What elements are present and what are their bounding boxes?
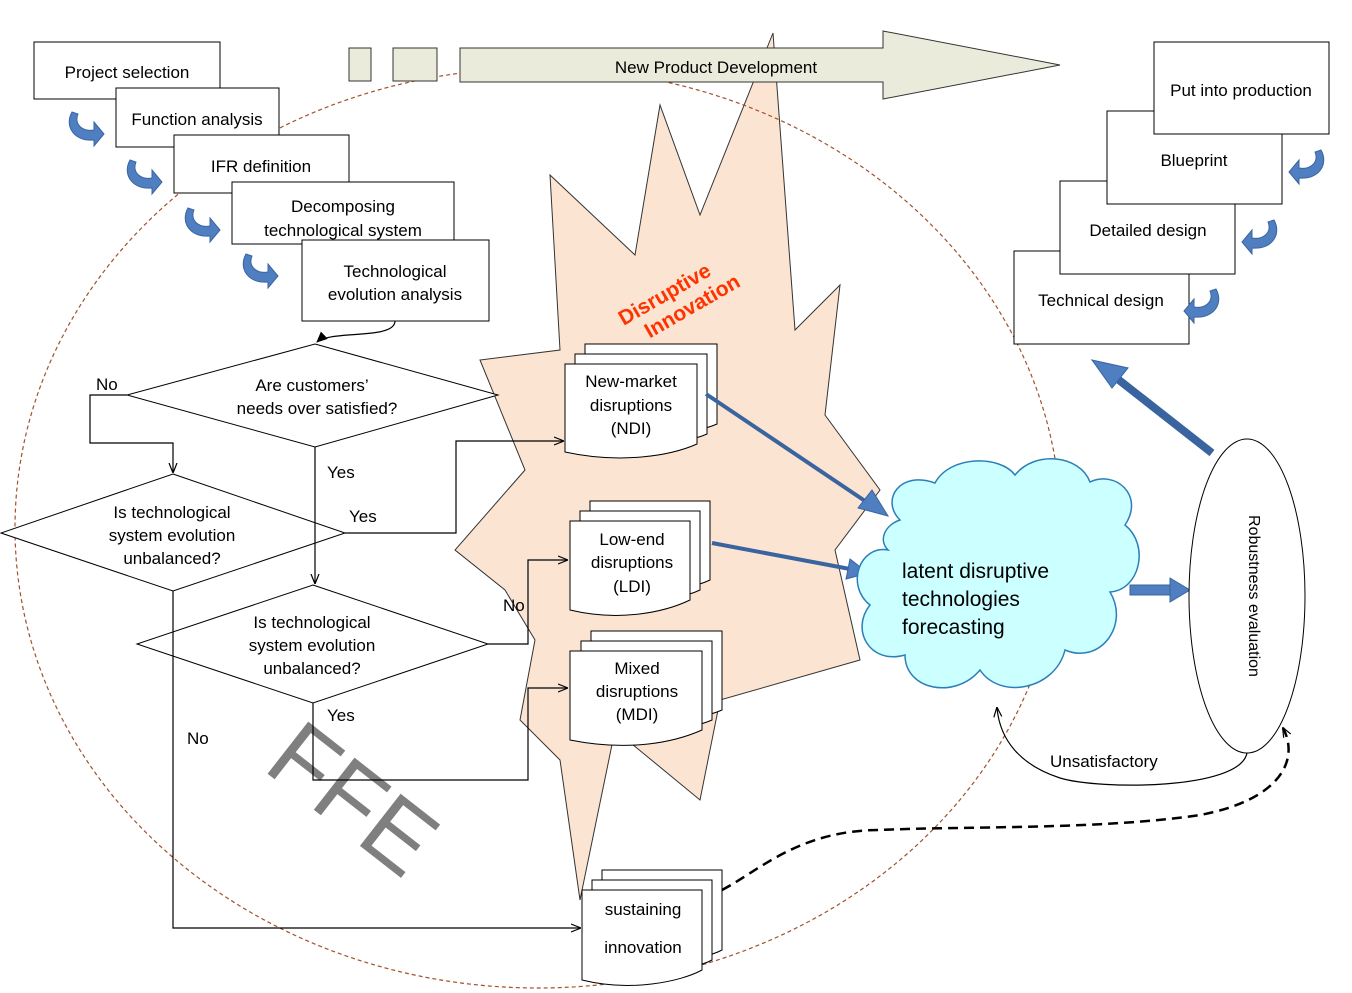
cloud-line-1: latent disruptive [902, 560, 1049, 583]
left-process-steps: Project selection Function analysis IFR … [33, 41, 490, 322]
step-decomposing [231, 181, 455, 245]
decision-1-line-2: needs over satisfied? [237, 399, 398, 418]
step-technological-evolution [301, 239, 490, 322]
robustness-to-design-arrow [1090, 359, 1215, 457]
forecasting-cloud: latent disruptive technologies forecasti… [856, 458, 1140, 689]
step-decomposing-label-1: Decomposing [291, 197, 395, 216]
doc-ldi-line-2: disruptions [591, 553, 673, 572]
curved-arrow-icon [1241, 219, 1278, 256]
decision-2-line-2: system evolution [109, 526, 236, 545]
label-no-3: No [503, 596, 525, 615]
robustness-evaluation: Robustness evaluation [1188, 438, 1306, 754]
step-detailed-design-label: Detailed design [1089, 221, 1206, 240]
doc-to-cloud-arrows [704, 392, 890, 580]
decision-customers-needs: Are customers’ needs over satisfied? [125, 343, 500, 448]
curved-arrow-icon [242, 253, 279, 290]
robustness-label: Robustness evaluation [1245, 515, 1262, 677]
curved-arrow-icon [1183, 288, 1220, 325]
label-no-1: No [96, 375, 118, 394]
doc-mdi-line-3: (MDI) [616, 705, 658, 724]
decision-3-line-2: system evolution [249, 636, 376, 655]
decision-evolution-unbalanced-1: Is technological system evolution unbala… [0, 473, 347, 592]
doc-sustaining-line-1: sustaining [605, 900, 682, 919]
step-project-selection-label: Project selection [65, 63, 190, 82]
label-unsatisfactory: Unsatisfactory [1050, 752, 1158, 771]
step-technical-design-label: Technical design [1038, 291, 1164, 310]
step-evolution-label-2: evolution analysis [328, 285, 462, 304]
curved-arrow-icon [126, 159, 163, 196]
doc-ndi: New-market disruptions (NDI) [564, 343, 718, 459]
doc-sustaining-line-2: innovation [604, 938, 682, 957]
label-yes-2: Yes [349, 507, 377, 526]
cloud-line-3: forecasting [902, 616, 1005, 639]
doc-ndi-line-3: (NDI) [611, 419, 652, 438]
step-production-label: Put into production [1170, 81, 1312, 100]
doc-ldi-line-1: Low-end [599, 530, 664, 549]
cloud-line-2: technologies [902, 588, 1020, 611]
doc-ndi-line-2: disruptions [590, 396, 672, 415]
step-put-into-production [1153, 41, 1330, 135]
cloud-to-robustness-arrow [1129, 577, 1191, 603]
flow-labels: No Yes Yes No No Yes Unsatisfactory [96, 375, 1158, 771]
right-process-steps: Technical design Detailed design Bluepri… [1013, 41, 1330, 345]
decision-3-line-3: unbalanced? [263, 659, 360, 678]
left-curved-arrows [68, 111, 279, 290]
doc-sustaining: sustaining innovation [581, 869, 723, 986]
decision-1-line-1: Are customers’ [255, 376, 368, 395]
decision-2-line-3: unbalanced? [123, 549, 220, 568]
doc-ldi: Low-end disruptions (LDI) [569, 500, 711, 616]
doc-ndi-line-1: New-market [585, 372, 677, 391]
curved-arrow-icon [1288, 149, 1325, 186]
npd-arrow: New Product Development [348, 30, 1061, 100]
doc-mdi-line-1: Mixed [614, 659, 659, 678]
decision-evolution-unbalanced-2: Is technological system evolution unbala… [135, 584, 490, 704]
doc-mdi-line-2: disruptions [596, 682, 678, 701]
step-blueprint-label: Blueprint [1160, 151, 1227, 170]
doc-ldi-line-3: (LDI) [613, 577, 651, 596]
label-no-2: No [187, 729, 209, 748]
label-yes-3: Yes [327, 706, 355, 725]
decision-2-line-1: Is technological [113, 503, 230, 522]
label-yes-1: Yes [327, 463, 355, 482]
disruptive-burst [454, 32, 881, 901]
flow-connectors [89, 320, 1289, 928]
curved-arrow-icon [184, 207, 221, 244]
npd-label: New Product Development [615, 58, 817, 77]
step-function-analysis-label: Function analysis [131, 110, 262, 129]
curved-arrow-icon [68, 111, 105, 148]
decision-3-line-1: Is technological [253, 613, 370, 632]
doc-mdi: Mixed disruptions (MDI) [569, 630, 723, 746]
step-decomposing-label-2: technological system [264, 221, 422, 240]
step-ifr-definition-label: IFR definition [211, 157, 311, 176]
right-curved-arrows [1183, 149, 1325, 325]
ffe-label: FFE [248, 701, 457, 897]
step-evolution-label-1: Technological [343, 262, 446, 281]
